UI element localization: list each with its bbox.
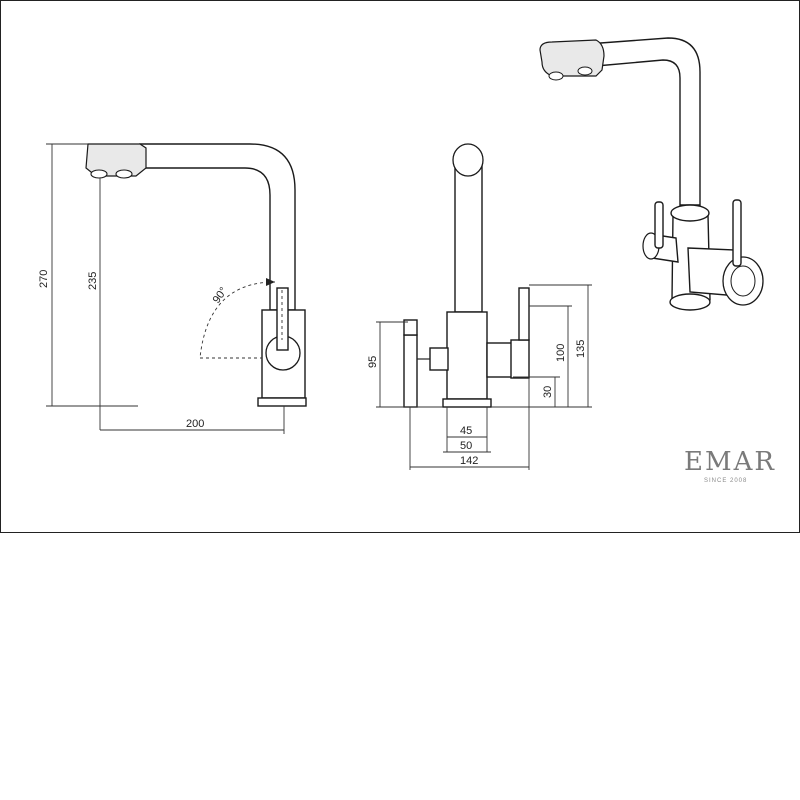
front-view: 95 30 100 135 45 50 142 [367, 143, 592, 470]
dim-base-diameter: 45 [460, 425, 472, 437]
spout-head [85, 143, 147, 177]
lever-handle [276, 287, 289, 351]
center-base [442, 398, 492, 408]
left-outlet [429, 347, 449, 371]
perspective-nozzle [577, 66, 593, 76]
dim-total-height: 270 [38, 270, 50, 288]
dim-reach: 200 [186, 418, 204, 430]
perspective-nozzle [548, 71, 564, 81]
rotation-arc [199, 281, 276, 359]
spout-nozzle [90, 169, 108, 179]
dim-overall-width: 142 [460, 455, 478, 467]
dim-handle-height: 100 [555, 344, 567, 362]
spout-top [452, 143, 484, 177]
right-outlet [486, 342, 514, 378]
dim-handle-offset: 30 [542, 386, 554, 398]
brand-name: EMAR [684, 447, 776, 477]
left-valve-cap [403, 319, 418, 336]
perspective-base [669, 293, 711, 311]
rotation-angle-label: 90° [211, 285, 230, 306]
spout-column [454, 164, 483, 313]
perspective-spout-head [539, 39, 605, 77]
side-view: 90° 270 235 200 [38, 143, 307, 434]
perspective-view [539, 37, 764, 311]
center-body [446, 311, 488, 400]
spout-nozzle [115, 169, 133, 179]
right-lever [518, 287, 530, 341]
brand-tagline: SINCE 2008 [704, 478, 747, 484]
tap-base [257, 397, 307, 407]
perspective-left-lever [654, 201, 664, 249]
technical-drawing: 90° 270 235 200 95 [0, 0, 800, 533]
dim-spout-height: 235 [87, 272, 99, 290]
dim-overall-side-height: 135 [575, 340, 587, 358]
dim-base-to-lever: 95 [367, 356, 379, 368]
left-valve [403, 334, 418, 408]
right-lever-block [510, 339, 530, 379]
perspective-right-lever [732, 199, 742, 267]
dim-flange-diameter: 50 [460, 440, 472, 452]
spout-arm [139, 143, 296, 311]
brand-logo: EMAR SINCE 2008 [684, 447, 776, 484]
